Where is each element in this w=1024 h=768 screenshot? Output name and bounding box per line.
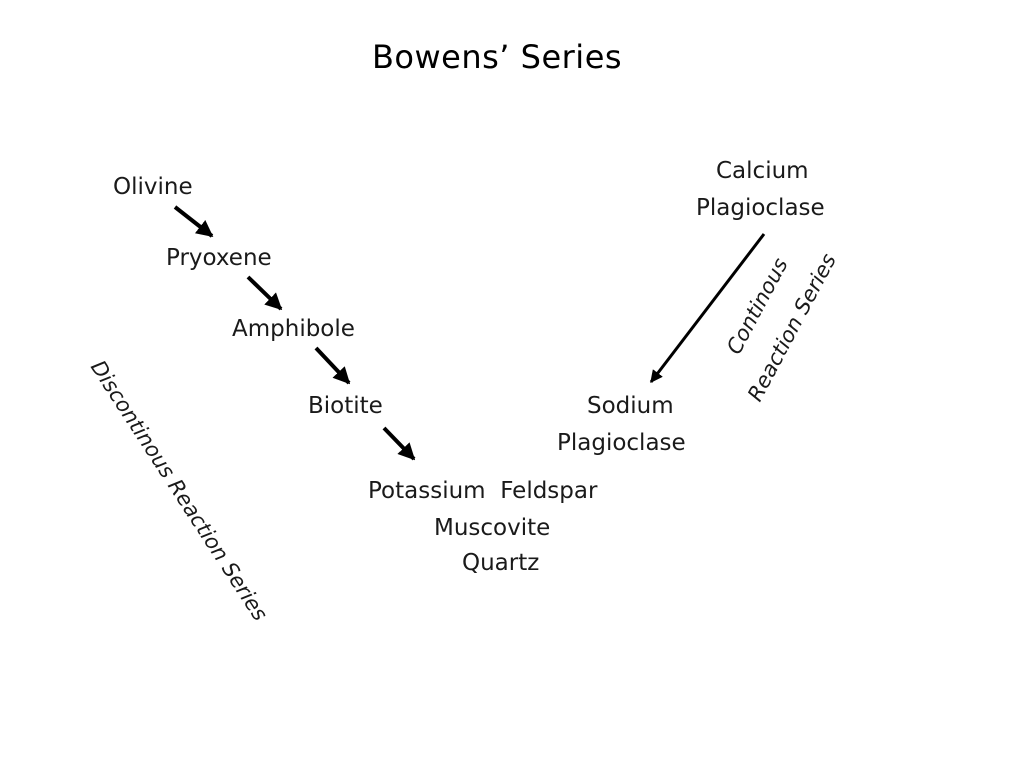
mineral-calcium-plagioclase-line2: Plagioclase (696, 195, 825, 221)
arrow-amphibole-to-biotite (314, 346, 351, 385)
arrow-calcium-to-sodium-plagioclase (649, 233, 766, 384)
mineral-muscovite: Muscovite (434, 515, 551, 541)
arrow-biotite-to-potassium-feldspar (382, 426, 416, 461)
arrow-pyroxene-to-amphibole (246, 275, 283, 311)
mineral-olivine: Olivine (113, 174, 193, 200)
mineral-pyroxene: Pryoxene (166, 245, 272, 271)
mineral-calcium-plagioclase-line1: Calcium (716, 158, 809, 184)
mineral-sodium-plagioclase-line1: Sodium (587, 393, 674, 419)
mineral-sodium-plagioclase-line2: Plagioclase (557, 430, 686, 456)
diagram-title: Bowens’ Series (371, 38, 623, 76)
mineral-potassium-feldspar: Potassium Feldspar (368, 478, 598, 504)
arrow-olivine-to-pyroxene (173, 205, 214, 238)
mineral-amphibole: Amphibole (232, 316, 355, 342)
mineral-quartz: Quartz (462, 550, 540, 576)
mineral-biotite: Biotite (308, 393, 383, 419)
